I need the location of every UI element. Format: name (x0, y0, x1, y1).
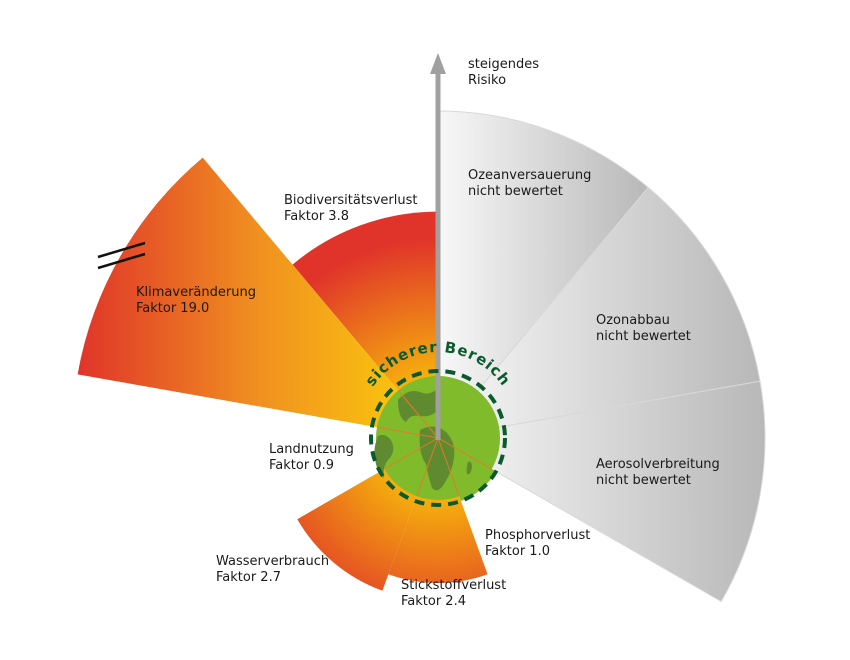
label-biodiversitaetsverlust: Biodiversitätsverlust Faktor 3.8 (284, 193, 418, 224)
risk-axis (430, 53, 446, 440)
sector-ozon (436, 186, 761, 439)
sector-aerosol (436, 380, 766, 603)
axis-label: steigendes Risiko (468, 57, 539, 88)
sector-divider (397, 390, 439, 439)
unassessed-sectors (436, 110, 766, 603)
label-klimaveraenderung: Klimaveränderung Faktor 19.0 (136, 285, 256, 316)
sector-divider (437, 437, 460, 497)
sector-stickstoff (388, 438, 488, 583)
continent-europe (398, 390, 438, 422)
label-stickstoffverlust: Stickstoffverlust Faktor 2.4 (401, 578, 507, 609)
label-ozonabbau: Ozonabbau nicht bewertet (596, 313, 691, 344)
axis-arrowhead-icon (430, 53, 446, 74)
sector-divider (437, 437, 492, 470)
safe-zone-boundary (369, 369, 507, 507)
sector-divider (416, 437, 439, 497)
sector-divider (384, 437, 439, 470)
label-landnutzung: Landnutzung Faktor 0.9 (269, 442, 354, 473)
label-wasserverbrauch: Wasserverbrauch Faktor 2.7 (216, 554, 330, 585)
sector-ozean (437, 110, 649, 440)
continent-madagascar (466, 461, 472, 475)
label-ozeanversauerung: Ozeanversauerung nicht bewertet (468, 168, 592, 199)
sector-divider (376, 426, 439, 439)
sector-klima (77, 157, 438, 438)
axis-shaft (435, 70, 441, 440)
label-phosphorverlust: Phosphorverlust Faktor 1.0 (485, 528, 591, 559)
label-aerosolverbreitung: Aerosolverbreitung nicht bewertet (596, 457, 720, 488)
break-marks-icon (97, 241, 146, 270)
